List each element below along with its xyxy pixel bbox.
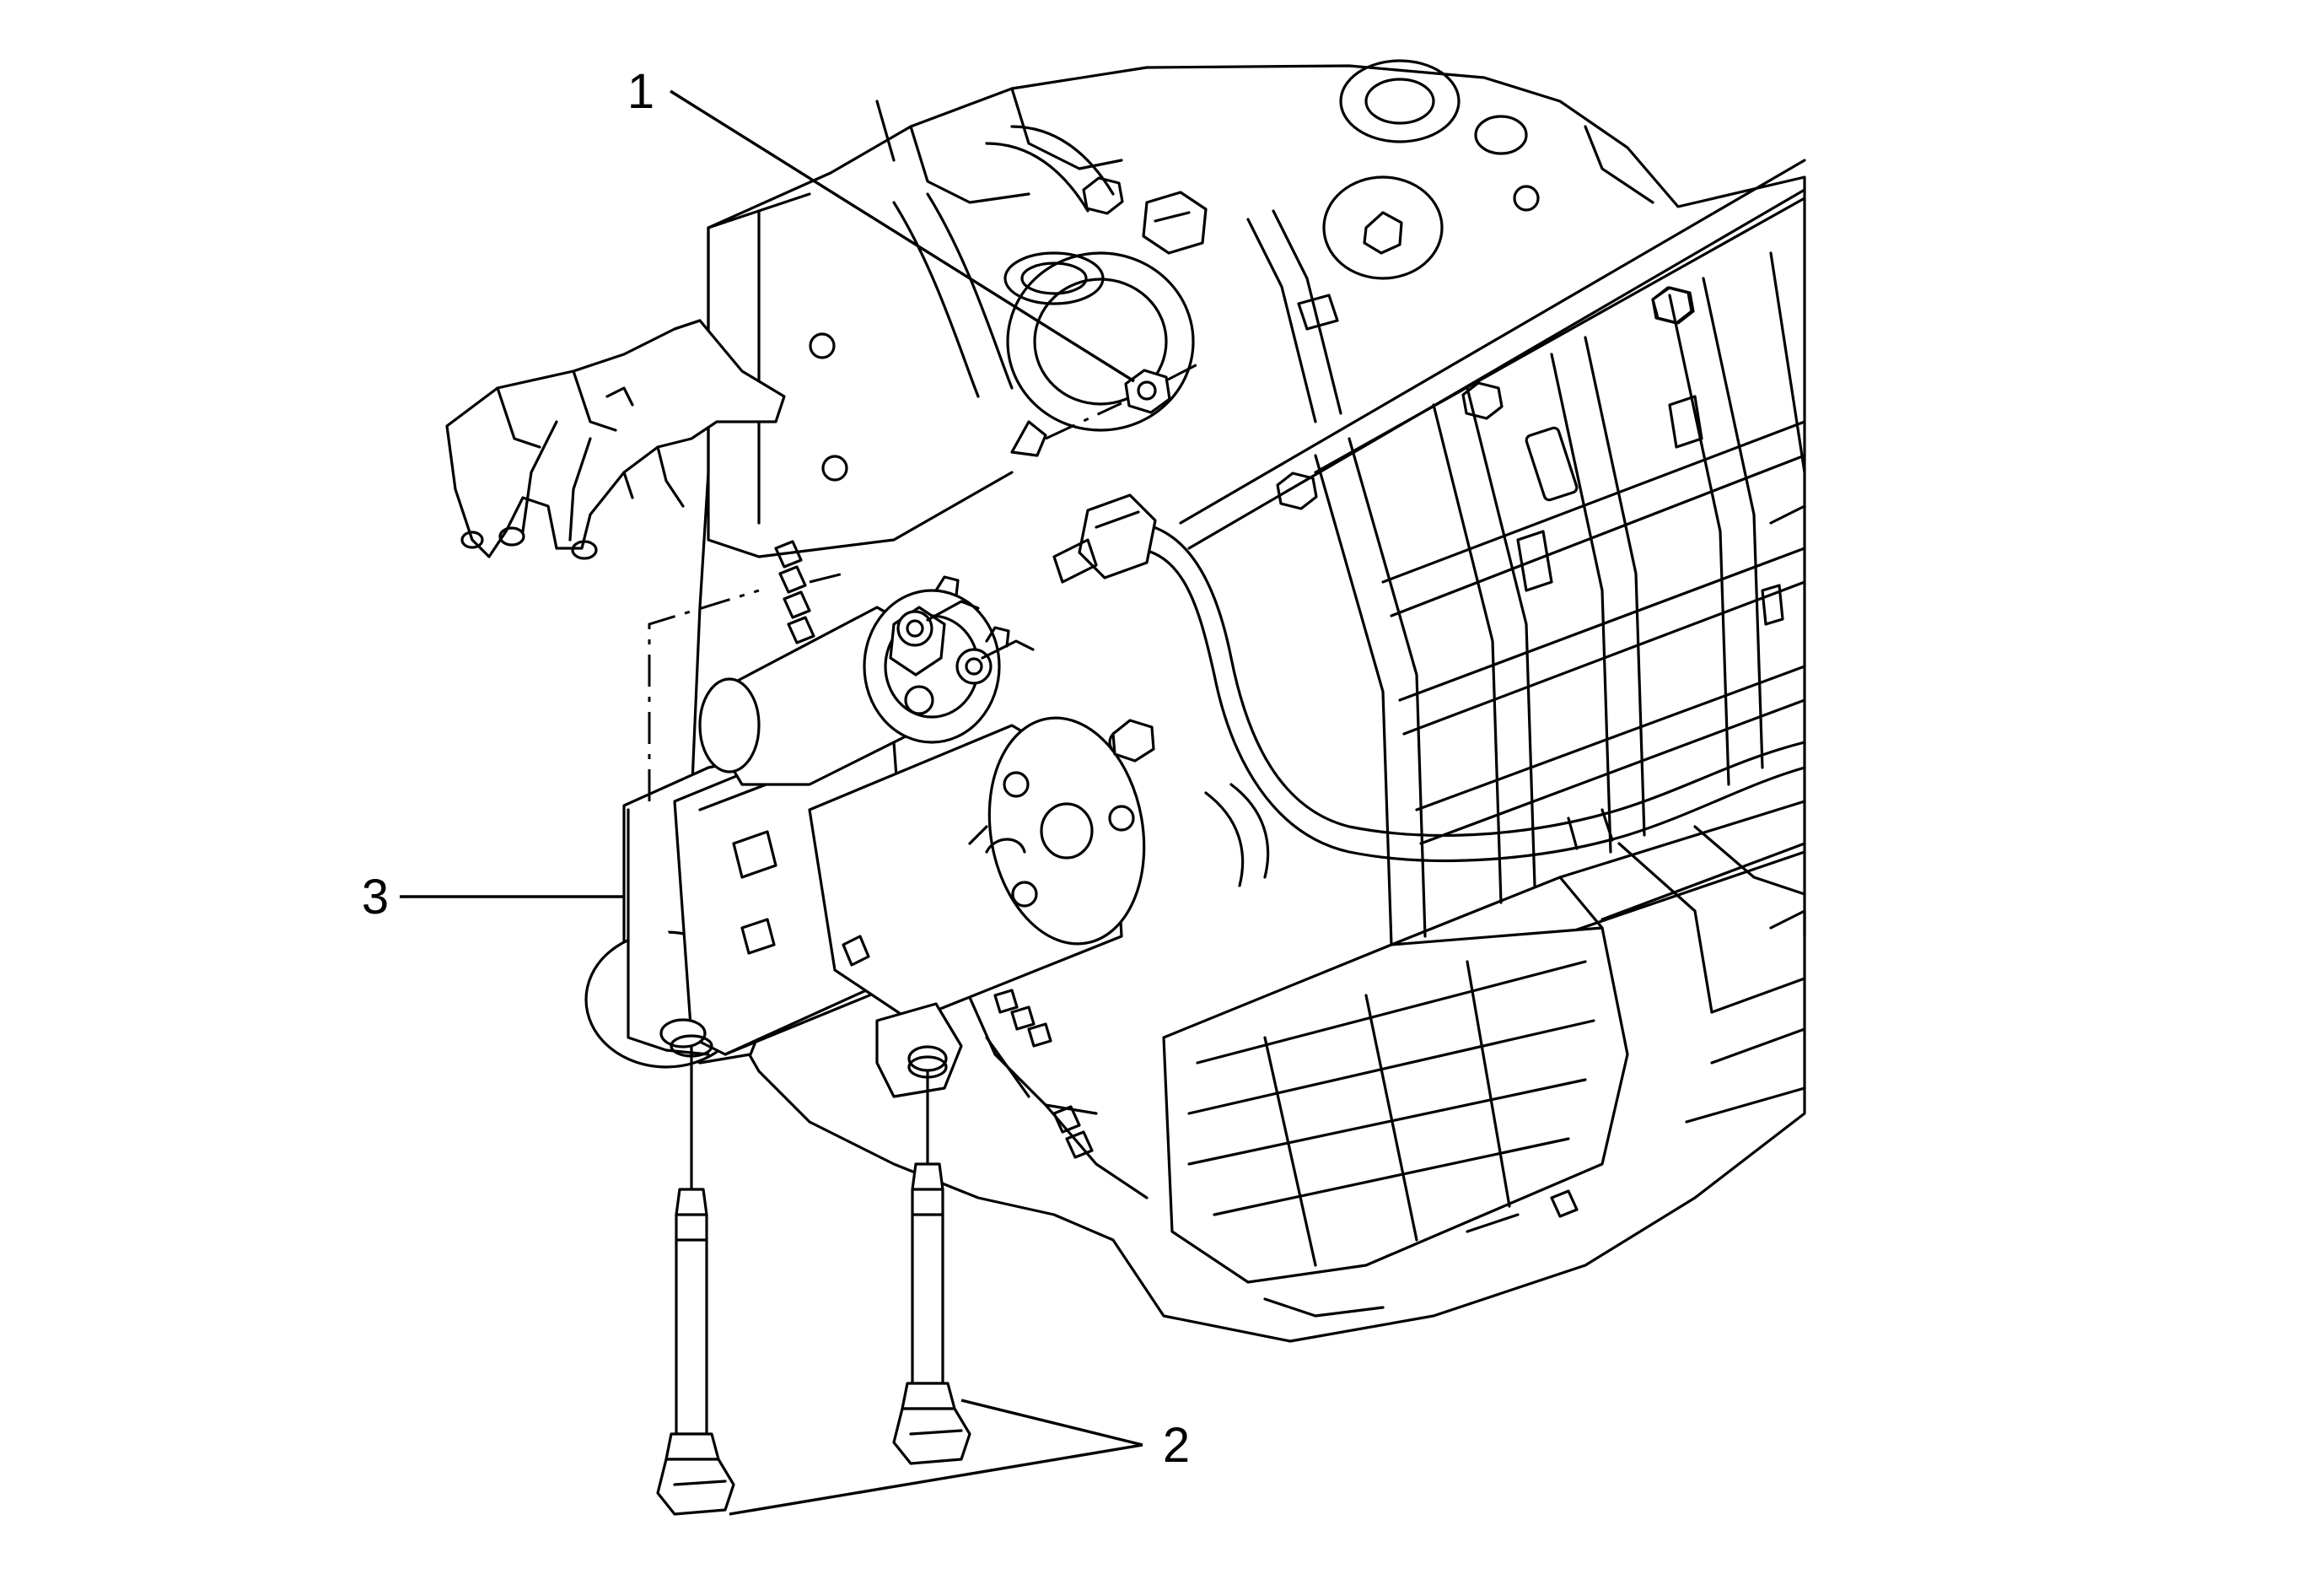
leader-1 xyxy=(670,89,1135,383)
leader-2a xyxy=(960,1399,1143,1447)
alignment-lines xyxy=(648,572,844,801)
engine-block xyxy=(690,59,1806,1343)
leader-2b xyxy=(729,1443,1143,1516)
callout-label-2: 2 xyxy=(1163,1418,1190,1473)
mounting-bolts xyxy=(656,1034,971,1516)
callout-label-3: 3 xyxy=(362,870,389,924)
mounting-bolt-left xyxy=(656,1034,735,1516)
callout-label-1: 1 xyxy=(627,64,654,119)
mounting-bolt-right xyxy=(892,1055,971,1465)
starter-motor xyxy=(584,540,1155,1159)
callout-labels: 1 2 3 xyxy=(362,64,1190,1473)
terminal-nut xyxy=(1010,363,1198,457)
heat-shield xyxy=(445,319,786,560)
callout-leaders xyxy=(400,89,1143,1516)
wiring-harness xyxy=(1052,493,1806,887)
